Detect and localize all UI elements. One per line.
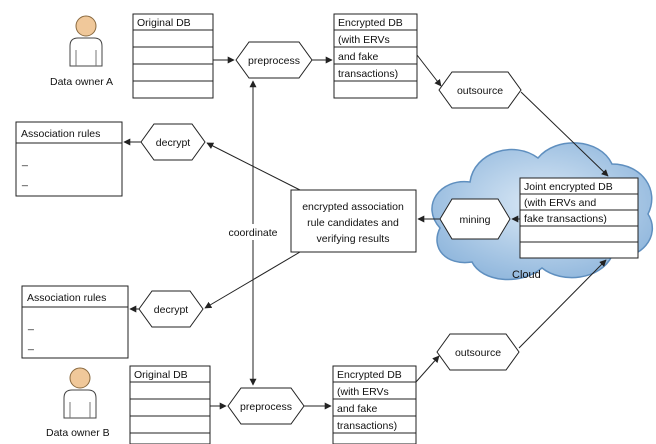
candidates-line-2: rule candidates and <box>307 217 399 229</box>
arrow-encrypted-b-to-outsource <box>415 355 440 383</box>
association-rules-a-item-1: _ <box>21 155 28 167</box>
encrypted-db-b-line-3: and fake <box>337 403 377 415</box>
encrypted-db-a-line-1: Encrypted DB <box>338 17 403 29</box>
encrypted-db-a-line-3: and fake <box>338 51 378 63</box>
encrypted-db-a-line-4: transactions) <box>338 68 398 80</box>
association-rules-b-title: Association rules <box>27 292 106 304</box>
mining-label: mining <box>460 214 491 226</box>
person-icon <box>69 15 103 67</box>
joint-encrypted-db-table: Joint encrypted DB (with ERVs and fake t… <box>519 177 639 259</box>
joint-db-line-3: fake transactions) <box>524 213 607 225</box>
association-rules-a-box: Association rules _ _ <box>15 121 123 197</box>
arrow-encrypted-a-to-outsource <box>416 54 442 87</box>
preprocess-b-label: preprocess <box>240 401 292 413</box>
preprocess-a-node: preprocess <box>235 41 313 79</box>
encrypted-db-b-table: Encrypted DB (with ERVs and fake transac… <box>332 365 417 444</box>
decrypt-a-node: decrypt <box>140 123 206 161</box>
association-rules-a-item-2: _ <box>21 175 28 187</box>
outsource-b-node: outsource <box>436 333 520 371</box>
decrypt-b-label: decrypt <box>154 304 189 316</box>
arrow-outsource-a-to-joint <box>520 91 609 177</box>
original-db-b-table: Original DB <box>129 365 211 444</box>
decrypt-a-label: decrypt <box>156 137 191 149</box>
association-rules-b-item-1: _ <box>27 319 34 331</box>
joint-db-line-2: (with ERVs and <box>524 197 596 209</box>
encrypted-db-a-table: Encrypted DB (with ERVs and fake transac… <box>333 13 418 99</box>
association-rules-b-box: Association rules _ _ <box>21 285 129 359</box>
encrypted-db-b-line-4: transactions) <box>337 420 397 432</box>
encrypted-db-a-line-2: (with ERVs <box>338 34 390 46</box>
coordinate-label-bg <box>222 224 284 240</box>
encrypted-candidates-box: encrypted association rule candidates an… <box>290 189 417 253</box>
association-rules-b-item-2: _ <box>27 339 34 351</box>
data-owner-b-label: Data owner B <box>46 427 110 439</box>
original-db-a-title: Original DB <box>137 17 191 29</box>
decrypt-b-node: decrypt <box>138 290 204 328</box>
encrypted-db-b-line-1: Encrypted DB <box>337 369 402 381</box>
outsource-a-label: outsource <box>457 85 503 97</box>
original-db-a-table: Original DB <box>132 13 214 99</box>
candidates-line-1: encrypted association <box>302 201 404 213</box>
original-db-b-title: Original DB <box>134 369 188 381</box>
person-icon <box>63 367 97 419</box>
association-rules-a-title: Association rules <box>21 128 100 140</box>
cloud-label: Cloud <box>512 269 541 281</box>
outsource-b-label: outsource <box>455 347 501 359</box>
outsource-a-node: outsource <box>438 71 522 109</box>
candidates-line-3: verifying results <box>317 233 390 245</box>
preprocess-a-label: preprocess <box>248 55 300 67</box>
mining-node: mining <box>439 198 511 240</box>
joint-db-line-1: Joint encrypted DB <box>524 181 613 193</box>
encrypted-db-b-line-2: (with ERVs <box>337 386 389 398</box>
preprocess-b-node: preprocess <box>227 387 305 425</box>
coordinate-label: coordinate <box>228 227 277 239</box>
arrow-outsource-b-to-joint <box>518 259 607 349</box>
data-owner-a-label: Data owner A <box>50 76 113 88</box>
connector-arrows <box>123 54 609 410</box>
